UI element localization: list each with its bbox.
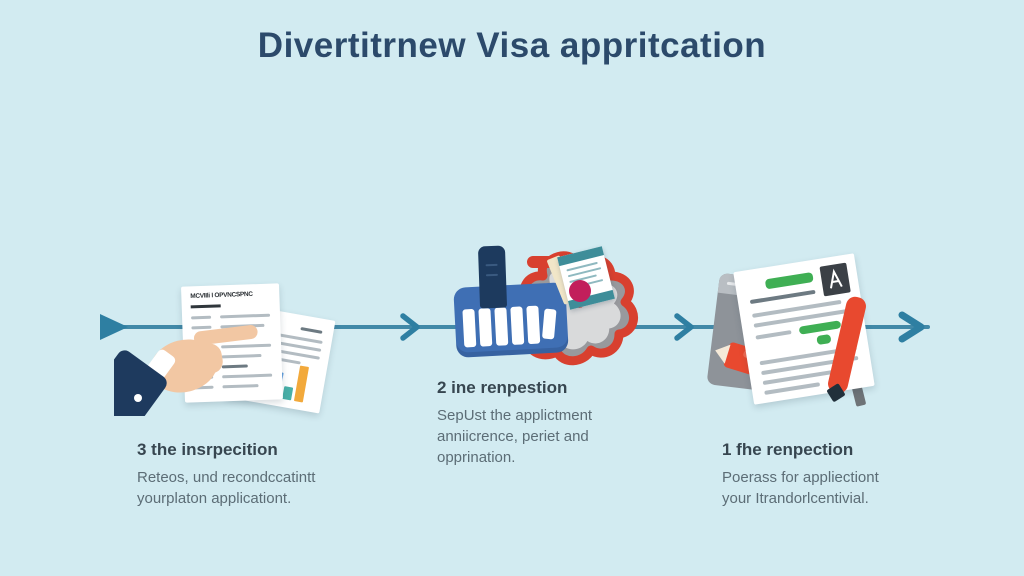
step-body: Reteos, und recondccatintt yourplaton ap… — [137, 469, 316, 507]
step-1-block: 1 fhe renpection Poerass for appliection… — [722, 440, 927, 509]
chevron-right-icon — [400, 313, 420, 341]
illustration-processing-machine — [445, 240, 655, 370]
illustration-documents-review: MCVIIli I OPVNCSPNC — [114, 276, 360, 416]
document-header-text: MCVIIli I OPVNCSPNC — [190, 291, 253, 300]
illustration-approved-document — [705, 253, 900, 410]
step-body: Poerass for appliectiont your Itrandorlc… — [722, 469, 879, 507]
stamp-circle-icon — [569, 280, 591, 302]
step-body: SepUst the applictment anniicrence, peri… — [437, 407, 593, 466]
chevron-right-icon — [898, 311, 925, 343]
step-heading: 3 the insrpecition — [137, 440, 278, 459]
machine-handle — [477, 245, 508, 309]
photo-badge-icon — [819, 262, 851, 297]
pointing-hand-icon — [114, 325, 258, 416]
page-title: Divertitrnew Visa appritcation — [257, 26, 767, 65]
triangle-right-icon — [100, 314, 128, 340]
step-heading: 1 fhe renpection — [722, 440, 854, 459]
step-2-block: 2 ine renpestion SepUst the applictment … — [437, 378, 632, 468]
step-3-block: 3 the insrpecition Reteos, und recondcca… — [137, 440, 352, 509]
approved-form-document — [733, 253, 875, 405]
step-heading: 2 ine renpestion — [437, 378, 568, 397]
chevron-right-icon — [674, 313, 694, 341]
